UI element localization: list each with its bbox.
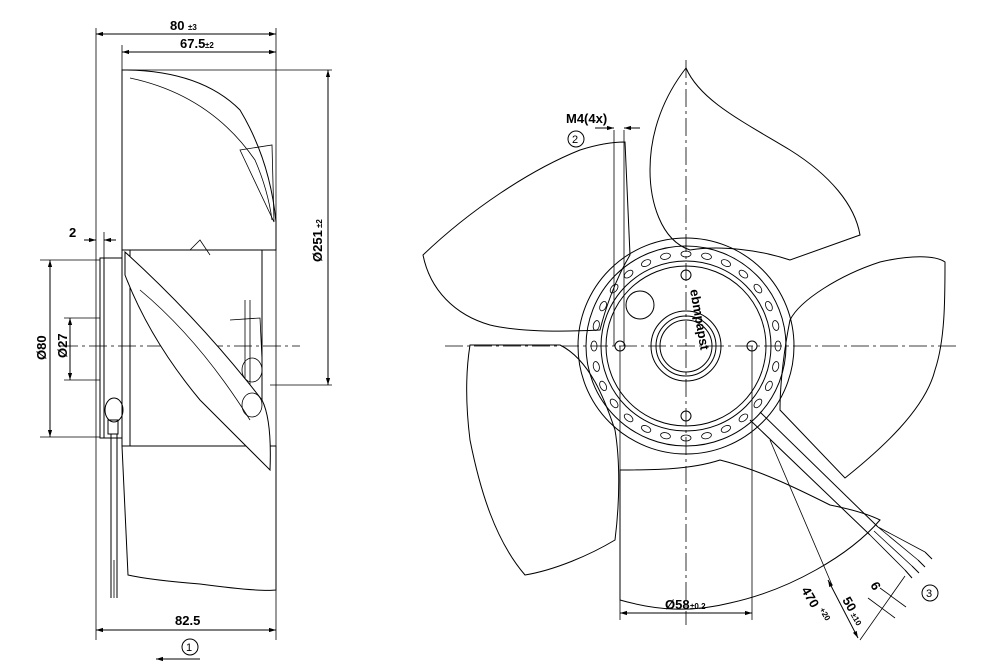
cable-length-value: 470 (798, 584, 822, 610)
bottom-length-value: 82.5 (175, 613, 200, 628)
cooling-slot (753, 283, 763, 294)
cooling-slot (641, 425, 652, 433)
cooling-slot (738, 269, 749, 279)
side-view: 80 ±3 67.5 ±2 Ø251 ±2 2 Ø80 Ø27 (34, 18, 332, 662)
blade-top (649, 67, 861, 261)
wire-strip-value: 6 (867, 579, 884, 593)
cooling-slot (609, 398, 619, 409)
cooling-slot (680, 434, 692, 442)
hub-center (650, 310, 722, 382)
cooling-slot (641, 259, 652, 267)
cooling-slot (660, 432, 671, 440)
cooling-slot (765, 380, 773, 391)
cooling-slot (599, 301, 607, 312)
mount-hole-bottom (680, 410, 692, 422)
thread-label: M4(4x) (566, 111, 607, 126)
cooling-slot (609, 283, 619, 294)
blade-depth-tolerance: ±2 (205, 41, 214, 50)
balance-plug (625, 290, 655, 320)
hub-diameter-tolerance: ±0.2 (690, 602, 706, 611)
cooling-slot (701, 252, 712, 260)
cable-marker-label: 3 (926, 588, 932, 600)
cooling-slot (680, 250, 692, 258)
gap-value: 2 (69, 225, 76, 240)
cooling-slot (623, 413, 634, 423)
airflow-marker (181, 638, 199, 656)
cooling-slot (720, 259, 731, 267)
blade-bottom-left (466, 344, 620, 576)
cooling-slot (772, 361, 780, 372)
blade-left (422, 141, 631, 332)
cooling-slot (701, 432, 712, 440)
cooling-slot (753, 398, 763, 409)
cooling-slot (765, 301, 773, 312)
cooling-slot (772, 320, 780, 331)
cooling-slots (590, 250, 782, 442)
cooling-slot (592, 361, 600, 372)
thread-marker (567, 130, 585, 148)
diameter-tolerance: ±2 (315, 219, 324, 228)
blade-side-top (121, 69, 277, 251)
thread-marker-label: 2 (572, 134, 578, 146)
motor-diameter-value: Ø80 (34, 335, 49, 360)
overall-depth-value: 80 (170, 18, 184, 33)
blade-bottom-right (619, 459, 881, 610)
cable-length-tolerance: +20 (817, 606, 832, 623)
cooling-slot (660, 252, 671, 260)
cooling-slot (623, 269, 634, 279)
cable-marker (921, 584, 939, 602)
hub-diameter-value: Ø58 (665, 597, 690, 612)
airflow-marker-label: 1 (186, 642, 192, 654)
strip-length-value: 50 (839, 594, 859, 614)
blade-side-bottom (121, 445, 277, 591)
cooling-slot (590, 340, 598, 352)
blade-right (779, 256, 946, 479)
hub-outer (577, 237, 795, 455)
cooling-slot (720, 425, 731, 433)
blade-depth-value: 67.5 (180, 36, 205, 51)
diameter-value: Ø251 (310, 230, 325, 262)
cooling-slot (592, 320, 600, 331)
mount-hole-top (680, 269, 692, 281)
overall-depth-tolerance: ±3 (188, 23, 197, 32)
front-view: ebmpapst M4(4x) 2 Ø58 ±0.2 470 +20 50 ±1… (422, 60, 960, 641)
cooling-slot (738, 413, 749, 423)
cooling-slot (774, 340, 782, 352)
cooling-slot (599, 380, 607, 391)
blade-side-mid (124, 250, 271, 472)
